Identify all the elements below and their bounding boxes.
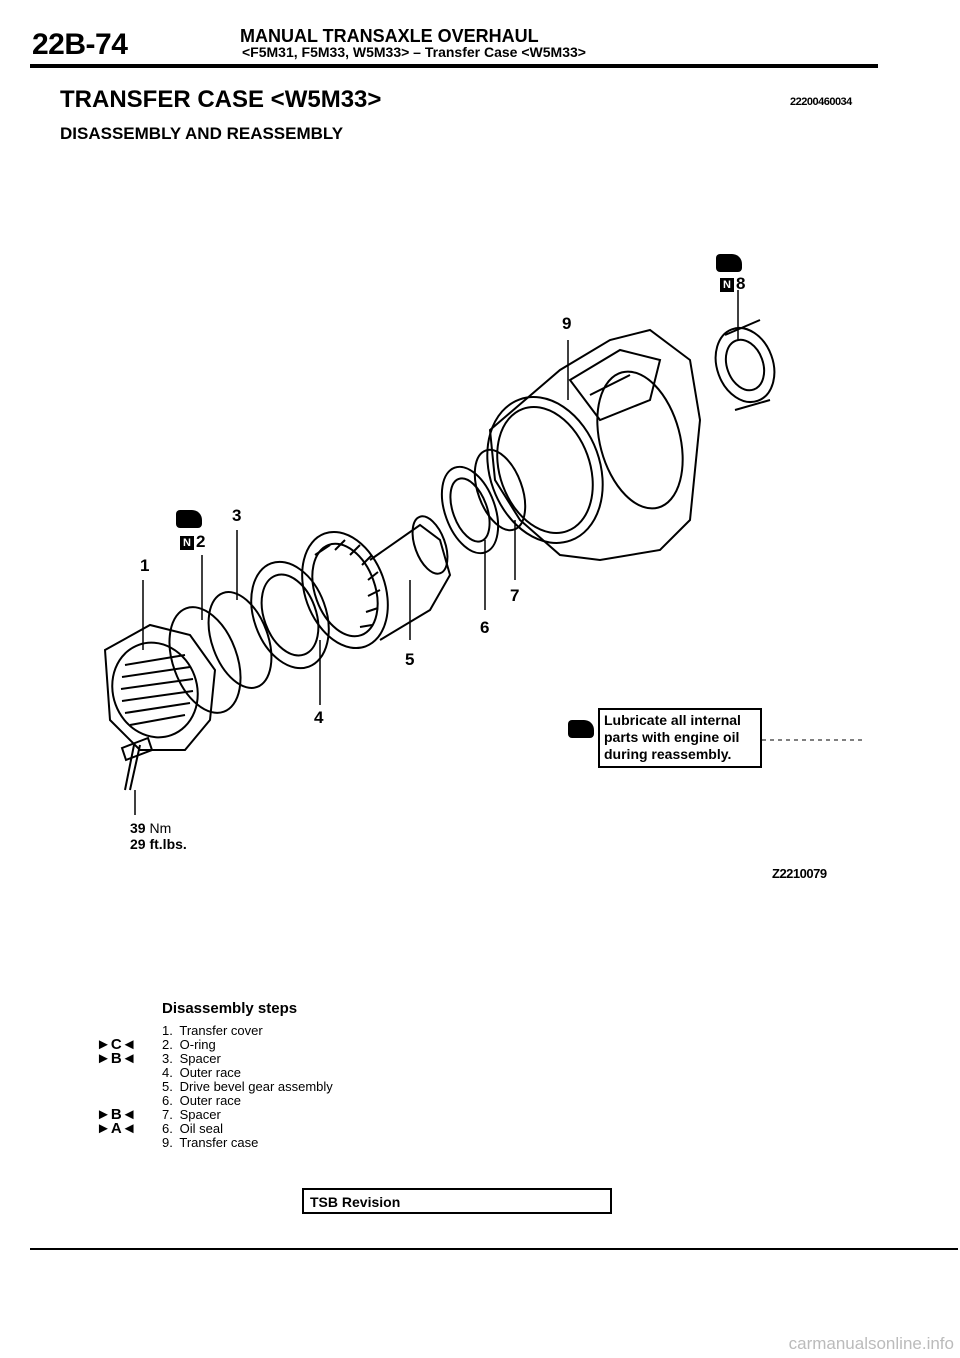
callout-1: 1 bbox=[140, 556, 150, 575]
oil-seal-shape bbox=[714, 319, 776, 411]
section-code: 22200460034 bbox=[790, 96, 852, 108]
watermark: carmanualsonline.info bbox=[788, 1334, 954, 1353]
replace-n-icon: N bbox=[180, 536, 194, 550]
step-marker: ►C◄ bbox=[96, 1036, 137, 1053]
torque-nm-value: 39 bbox=[130, 820, 146, 836]
callout-3: 3 bbox=[232, 506, 242, 525]
callout-9: 9 bbox=[562, 314, 572, 333]
torque-spec: 39 Nm 29 ft.lbs. bbox=[130, 820, 187, 852]
callout-2: 2 bbox=[196, 532, 206, 551]
step-marker: ►A◄ bbox=[96, 1120, 137, 1137]
oil-can-icon bbox=[176, 510, 202, 528]
header-title: MANUAL TRANSAXLE OVERHAUL bbox=[240, 26, 539, 46]
torque-nm-unit: Nm bbox=[149, 820, 172, 836]
step-item: 6. Outer race bbox=[162, 1093, 242, 1108]
outer-race-6-shape bbox=[440, 465, 500, 555]
steps-title: Disassembly steps bbox=[162, 1000, 298, 1017]
oil-can-icon bbox=[716, 254, 742, 272]
figure-code: Z2210079 bbox=[772, 866, 827, 881]
step-item: 7. Spacer bbox=[162, 1107, 221, 1122]
oil-can-icon bbox=[568, 720, 594, 738]
step-marker: ►B◄ bbox=[96, 1106, 137, 1123]
callout-4: 4 bbox=[314, 708, 324, 727]
callout-6: 6 bbox=[480, 618, 490, 637]
transfer-case-shape bbox=[486, 328, 702, 562]
header-rule bbox=[30, 64, 878, 68]
callout-5: 5 bbox=[405, 650, 415, 669]
step-item: 3. Spacer bbox=[162, 1051, 221, 1066]
callout-8: 8 bbox=[736, 274, 746, 293]
bolt-shape bbox=[120, 736, 154, 791]
torque-ftlb-unit: ft.lbs. bbox=[149, 836, 187, 852]
torque-ftlb-value: 29 bbox=[130, 836, 146, 852]
step-item: 6. Oil seal bbox=[162, 1121, 223, 1136]
section-subtitle: DISASSEMBLY AND REASSEMBLY bbox=[60, 124, 344, 143]
transfer-cover-shape bbox=[103, 623, 217, 751]
outer-race-4-shape bbox=[250, 560, 330, 670]
step-item: 2. O-ring bbox=[162, 1037, 216, 1052]
step-marker: ►B◄ bbox=[96, 1050, 137, 1067]
drive-bevel-gear-shape bbox=[301, 515, 452, 650]
section-title: TRANSFER CASE <W5M33> bbox=[60, 86, 382, 113]
step-item: 4. Outer race bbox=[162, 1065, 242, 1080]
footer-rule bbox=[30, 1248, 958, 1250]
page-code: 22B-74 bbox=[32, 28, 128, 61]
step-item: 1. Transfer cover bbox=[162, 1023, 263, 1038]
replace-n-icon: N bbox=[720, 278, 734, 292]
lube-note: Lubricate all internal parts with engine… bbox=[598, 708, 762, 768]
callout-7: 7 bbox=[510, 586, 520, 605]
header-subtitle: <F5M31, F5M33, W5M33> – Transfer Case <W… bbox=[242, 44, 586, 60]
tsb-revision: TSB Revision bbox=[302, 1188, 612, 1214]
step-item: 5. Drive bevel gear assembly bbox=[162, 1079, 333, 1094]
spacer-3-shape bbox=[207, 591, 273, 689]
step-item: 9. Transfer case bbox=[162, 1135, 259, 1150]
exploded-diagram bbox=[103, 290, 862, 815]
o-ring-shape bbox=[168, 606, 242, 714]
